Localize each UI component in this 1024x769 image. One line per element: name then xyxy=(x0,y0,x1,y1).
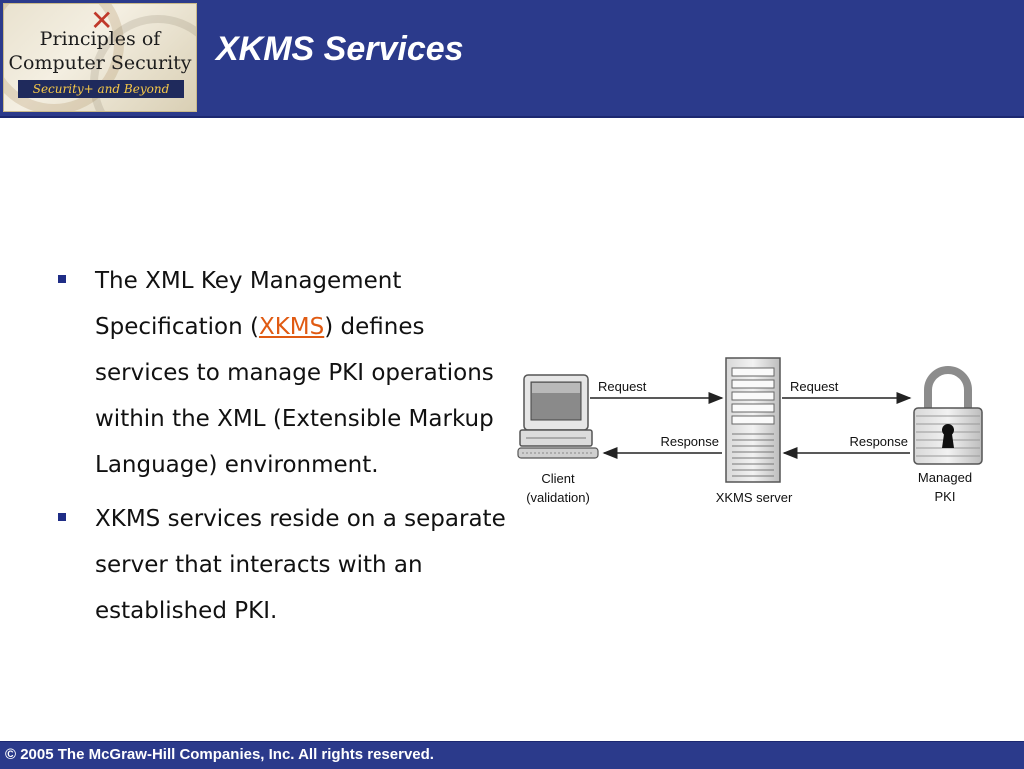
logo-x-mark-icon: ✕ xyxy=(90,4,114,37)
bullet-2-text: XKMS services reside on a separate serve… xyxy=(95,506,506,624)
request-label-right: Request xyxy=(790,379,839,394)
bullet-item-2: XKMS services reside on a separate serve… xyxy=(56,496,506,634)
xkms-diagram: Request Request Response Response Client… xyxy=(510,350,990,520)
copyright-text: © 2005 The McGraw-Hill Companies, Inc. A… xyxy=(5,746,434,763)
logo-decoration xyxy=(90,15,196,111)
bullet-1-text-before: The XML Key Management Specification ( xyxy=(95,268,402,340)
request-label-left: Request xyxy=(598,379,647,394)
xkms-diagram-svg: Request Request Response Response Client… xyxy=(517,357,983,505)
pki-label-1: Managed xyxy=(918,470,972,485)
client-label-1: Client xyxy=(541,471,575,486)
bullet-item-1: The XML Key Management Specification (XK… xyxy=(56,258,506,488)
xkms-link[interactable]: XKMS xyxy=(258,314,325,340)
slide-footer: © 2005 The McGraw-Hill Companies, Inc. A… xyxy=(0,741,1024,769)
response-label-right: Response xyxy=(849,434,908,449)
managed-pki-lock-icon xyxy=(913,366,983,465)
logo-line-1: Principles of xyxy=(39,28,161,50)
pki-label-2: PKI xyxy=(935,489,956,504)
bullet-list: The XML Key Management Specification (XK… xyxy=(56,258,506,642)
book-logo: ✕ Principles of Computer Security Securi… xyxy=(3,3,197,112)
bullet-1-text-after: ) defines services to manage PKI operati… xyxy=(95,314,494,478)
slide-header: ✕ Principles of Computer Security Securi… xyxy=(0,0,1024,118)
client-computer-icon xyxy=(517,374,599,459)
slide-title: XKMS Services xyxy=(216,30,464,68)
bullet-square-icon xyxy=(58,275,66,283)
response-label-left: Response xyxy=(660,434,719,449)
client-label-2: (validation) xyxy=(526,490,590,505)
logo-line-2: Computer Security xyxy=(8,52,192,74)
bullet-square-icon xyxy=(58,513,66,521)
server-label: XKMS server xyxy=(716,490,793,505)
xkms-server-icon xyxy=(725,357,781,483)
logo-line-3: Security+ and Beyond xyxy=(18,80,184,98)
